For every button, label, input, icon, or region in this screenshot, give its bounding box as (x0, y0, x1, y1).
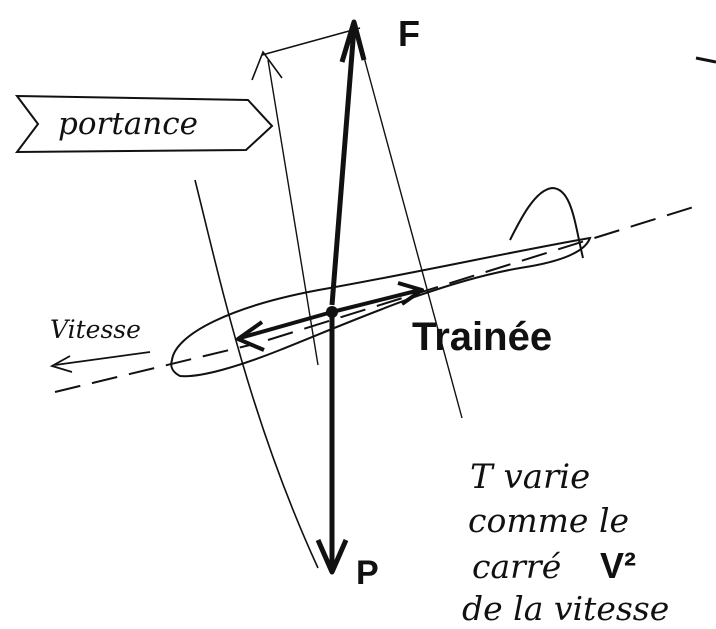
force-label-f: F (398, 13, 420, 54)
note-line-2: comme le (468, 501, 629, 540)
portance-label: portance (58, 106, 198, 142)
drag-vector-right (331, 288, 421, 314)
vitesse-label: Vitesse (50, 315, 141, 344)
velocity-vector-left-arrowhead (236, 320, 265, 352)
guide-line-parallel-right (357, 34, 463, 419)
guide-line-parallel-left (267, 59, 319, 366)
weight-label-p: P (356, 554, 379, 592)
force-vector-f (329, 27, 357, 306)
drag-vector-right-arrowhead (397, 281, 424, 306)
trainee-label: Trainée (412, 315, 552, 359)
flight-path-line (54, 204, 701, 393)
note-line-3-word: carré (472, 547, 561, 586)
guide-curve-left (194, 179, 319, 569)
note-line-4: de la vitesse (462, 589, 669, 628)
note-line-3-symbol: V² (600, 545, 636, 586)
aircraft-tail-fin (509, 186, 584, 259)
portance-banner (14, 94, 274, 154)
center-of-gravity-dot (326, 306, 338, 318)
corner-mark (695, 56, 716, 64)
vitesse-arrowhead (49, 355, 73, 373)
resultant-connector-line (261, 27, 361, 56)
weight-vector-p-arrowhead (315, 538, 349, 575)
vitesse-arrow (54, 351, 151, 366)
force-vector-f-arrowhead (339, 19, 367, 63)
resultant-arrowhead (251, 50, 283, 81)
note-line-1: T varie (470, 457, 590, 497)
velocity-vector-left (239, 310, 333, 340)
aircraft-fuselage (170, 236, 592, 378)
